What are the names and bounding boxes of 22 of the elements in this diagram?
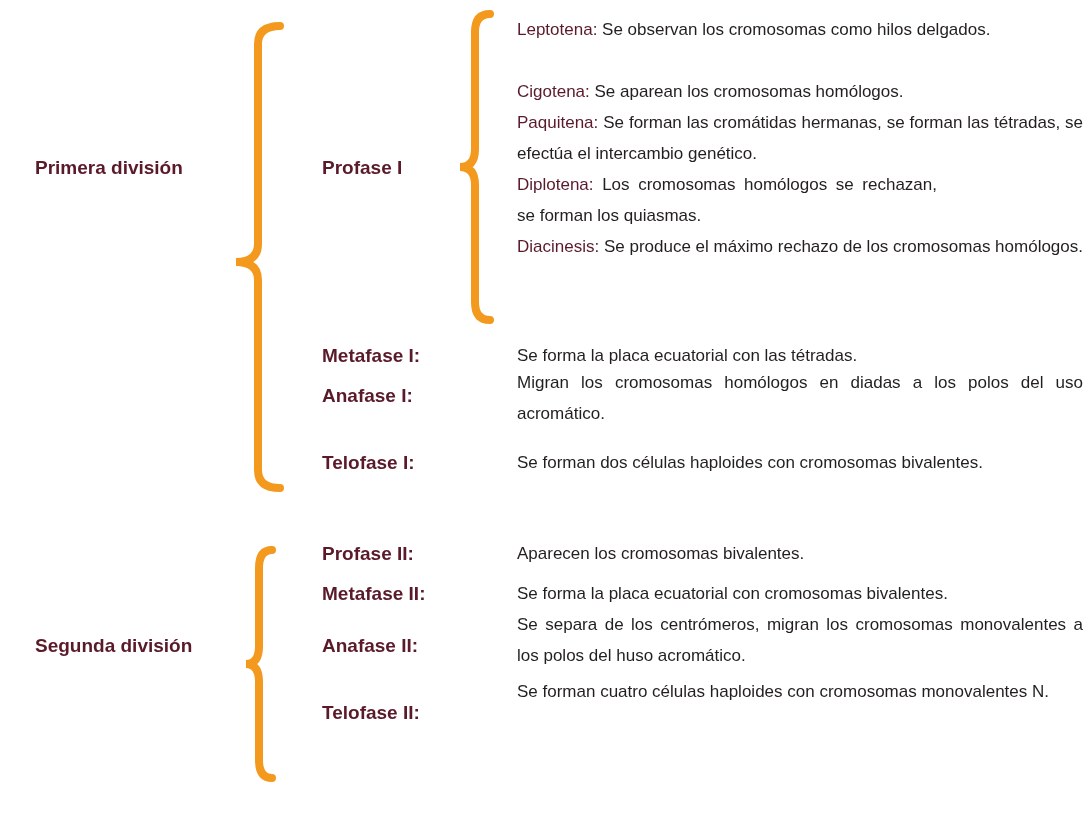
description-text: Leptotena: Se observan los cromosomas como hilos delgados. [517, 19, 992, 41]
description-text: Se separa de los centrómeros, migran los cromosomas monovalentes a los polos del huso acromático. [517, 614, 1083, 667]
phase-heading: Profase I [322, 156, 403, 180]
section-heading: Segunda división [35, 634, 193, 658]
phase-heading: Telofase I: [322, 451, 415, 475]
phase-heading: Anafase I: [322, 384, 413, 408]
description-text: Paquitena: Se forman las cromátidas hermanas, se forman las tétradas, se efectúa el intercambio genético. [517, 112, 1083, 165]
description-text: Diacinesis: Se produce el máximo rechazo de los cromosomas homólogos. [517, 236, 1083, 258]
description-text: Cigotena: Se aparean los cromosomas homólogos. [517, 81, 905, 103]
section-heading: Primera división [35, 156, 183, 180]
phase-heading: Telofase II: [322, 701, 420, 725]
description-text: Se forman cuatro células haploides con cromosomas monovalentes N. [517, 681, 1050, 703]
description-text: Se forman dos células haploides con cromosomas bivalentes. [517, 452, 984, 474]
phase-heading: Profase II: [322, 542, 414, 566]
description-text: Migran los cromosomas homólogos en diadas a los polos del uso acromático. [517, 372, 1083, 425]
description-text: Aparecen los cromosomas bivalentes. [517, 543, 806, 565]
description-text: Se forma la placa ecuatorial con cromosomas bivalentes. [517, 583, 949, 605]
phase-heading: Anafase II: [322, 634, 419, 658]
description-text: Diplotena: Los cromosomas homólogos se rechazan, se forman los quiasmas. [517, 174, 937, 227]
phase-heading: Metafase I: [322, 344, 421, 368]
phase-heading: Metafase II: [322, 582, 426, 606]
description-text: Se forma la placa ecuatorial con las tétradas. [517, 345, 859, 367]
